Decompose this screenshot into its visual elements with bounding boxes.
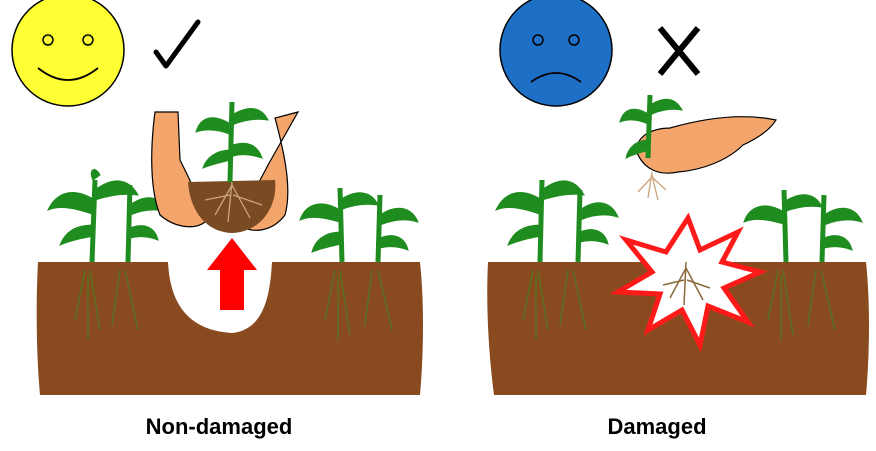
- hands-holding-root-ball: [152, 102, 298, 233]
- sad-face-icon: [500, 0, 612, 106]
- caption-non-damaged: Non-damaged: [0, 414, 438, 440]
- check-mark-icon: [156, 22, 198, 66]
- plant-right-1: [744, 190, 822, 262]
- plant-left-1: [48, 170, 138, 262]
- plant-left-2: [578, 190, 618, 262]
- plant-right-2: [822, 195, 862, 262]
- panel-damaged: Damaged: [438, 0, 876, 451]
- plant-left-1: [496, 180, 584, 262]
- hand-pulling-plant: [620, 95, 776, 200]
- plant-right-2: [378, 195, 418, 262]
- x-mark-icon: [660, 28, 698, 74]
- panel-non-damaged: Non-damaged: [0, 0, 438, 451]
- up-arrow-icon: [207, 238, 257, 310]
- damaged-illustration: [438, 0, 876, 451]
- caption-damaged: Damaged: [438, 414, 876, 440]
- plant-right-1: [300, 188, 378, 262]
- happy-face-icon: [12, 0, 124, 106]
- non-damaged-illustration: [0, 0, 438, 451]
